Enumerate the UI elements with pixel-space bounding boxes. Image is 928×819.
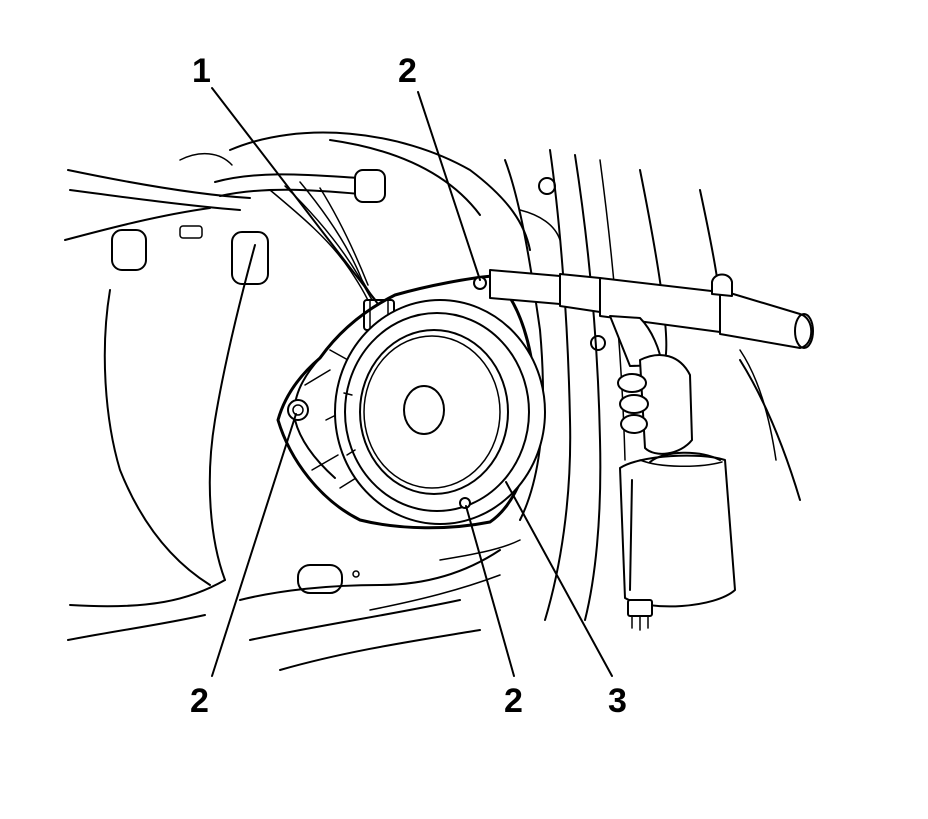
door-panel xyxy=(64,131,801,671)
callout-2-rivet-top: 2 xyxy=(398,52,417,90)
callout-2-rivet-left: 2 xyxy=(190,682,209,720)
callout-1-connector: 1 xyxy=(192,52,211,90)
leader-3 xyxy=(505,481,613,677)
rivet-bottom xyxy=(459,497,471,509)
leader-lines xyxy=(211,87,613,677)
callout-3-speaker: 3 xyxy=(608,682,627,720)
leader-2-bottom xyxy=(465,505,515,677)
callout-2-rivet-bottom: 2 xyxy=(504,682,523,720)
wiring-harness xyxy=(214,169,386,311)
rivets xyxy=(287,276,487,509)
speaker xyxy=(334,299,546,525)
leader-2-top xyxy=(417,91,481,281)
leader-1 xyxy=(211,87,379,305)
rivet-gun xyxy=(489,269,814,631)
leader-2-left xyxy=(211,413,297,677)
rivet-left xyxy=(287,399,309,421)
